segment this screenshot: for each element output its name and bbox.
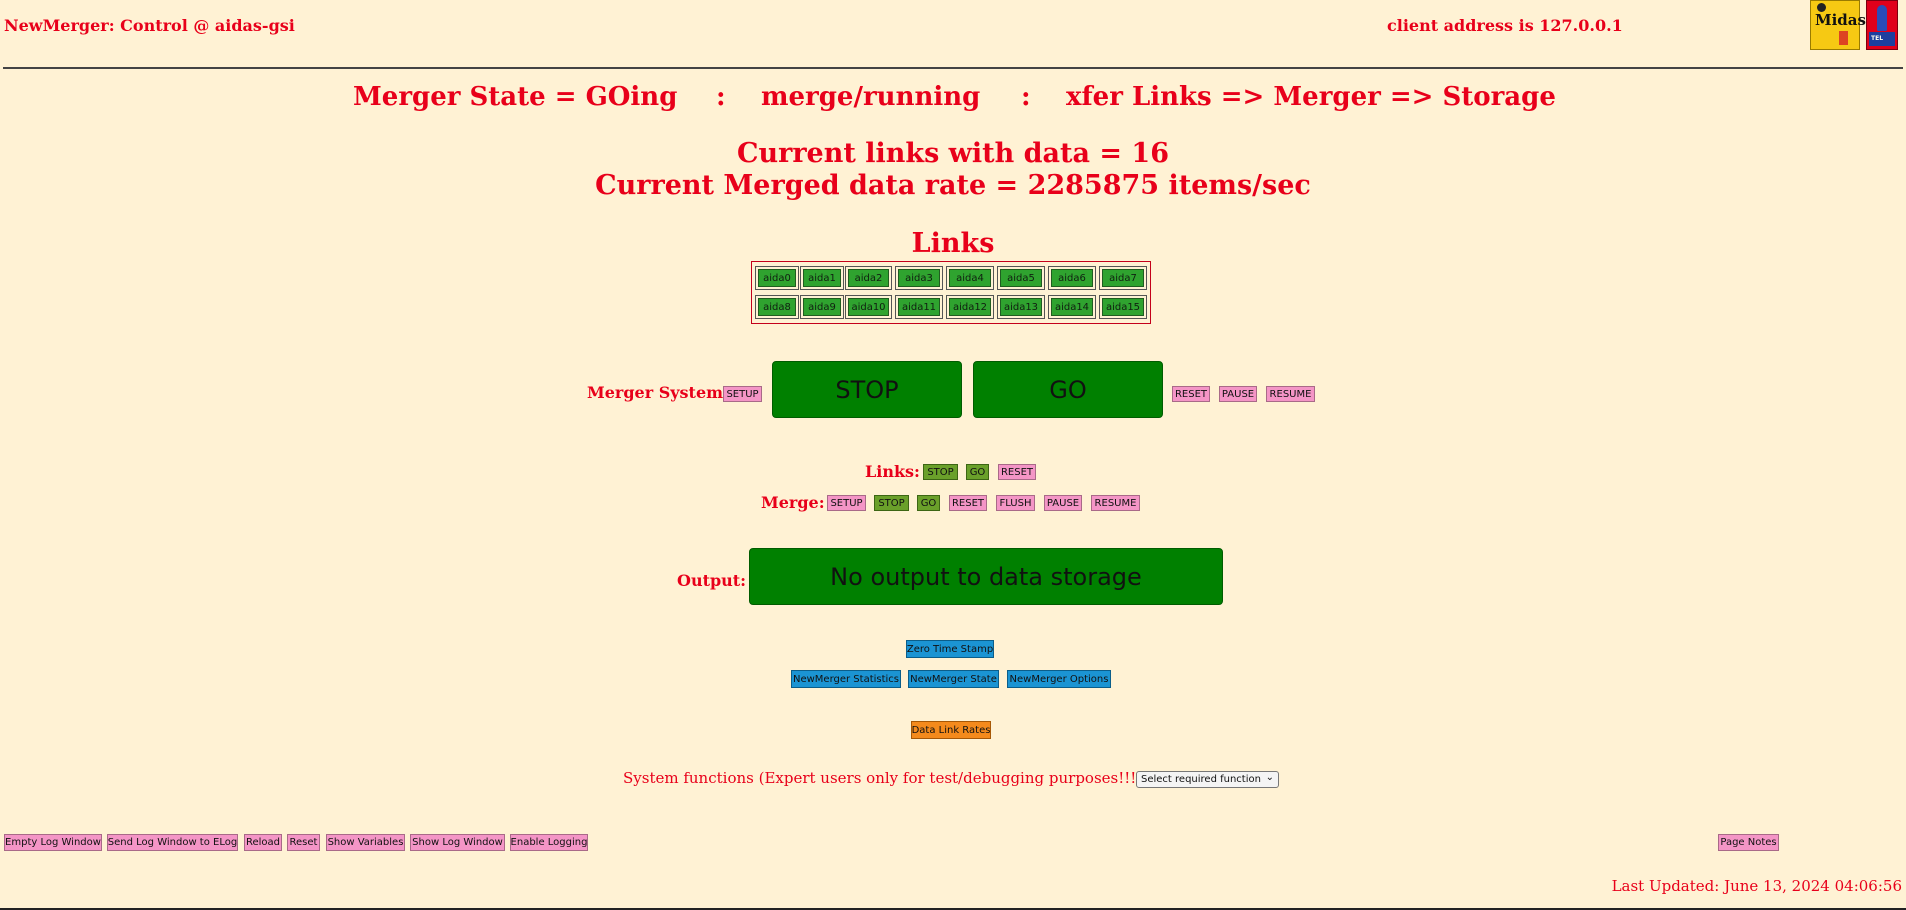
- link-label[interactable]: aida15: [1102, 298, 1144, 316]
- merge-flush-button[interactable]: FLUSH: [996, 495, 1035, 511]
- system-function-select[interactable]: Select required function ⌄: [1136, 771, 1279, 788]
- show-variables-button[interactable]: Show Variables: [326, 834, 405, 851]
- system-function-select-value: Select required function: [1141, 774, 1261, 785]
- link-cell-aida8[interactable]: aida8: [755, 295, 799, 319]
- link-cell-aida5[interactable]: aida5: [997, 266, 1045, 290]
- logo-dot-icon: [1817, 3, 1826, 12]
- tel-bar-icon: [1869, 32, 1895, 46]
- link-label[interactable]: aida0: [758, 269, 796, 287]
- link-cell-aida6[interactable]: aida6: [1048, 266, 1096, 290]
- link-label[interactable]: aida11: [898, 298, 940, 316]
- merged-data-rate: Current Merged data rate = 2285875 items…: [595, 170, 1311, 201]
- reset-button[interactable]: Reset: [287, 834, 320, 851]
- tel-logo-text: TEL: [1871, 35, 1884, 42]
- newmerger-options-button[interactable]: NewMerger Options: [1007, 670, 1111, 688]
- link-cell-aida4[interactable]: aida4: [946, 266, 994, 290]
- merge-controls-label: Merge:: [761, 493, 825, 512]
- links-heading: Links: [911, 228, 995, 259]
- empty-log-window-button[interactable]: Empty Log Window: [4, 834, 102, 851]
- links-controls-label: Links:: [865, 462, 920, 481]
- merge-status: merge/running: [761, 82, 981, 112]
- links-reset-button[interactable]: RESET: [998, 464, 1036, 480]
- link-label[interactable]: aida1: [803, 269, 841, 287]
- midas-logo-text: Midas: [1815, 11, 1866, 29]
- merger-stop-button[interactable]: STOP: [772, 361, 962, 418]
- merger-pause-button[interactable]: PAUSE: [1219, 386, 1257, 402]
- reload-button[interactable]: Reload: [244, 834, 282, 851]
- zero-time-stamp-button[interactable]: Zero Time Stamp: [906, 640, 994, 658]
- link-cell-aida0[interactable]: aida0: [755, 266, 799, 290]
- merge-reset-button[interactable]: RESET: [949, 495, 987, 511]
- link-label[interactable]: aida2: [848, 269, 889, 287]
- last-updated: Last Updated: June 13, 2024 04:06:56: [1611, 877, 1902, 895]
- links-go-button[interactable]: GO: [966, 464, 989, 480]
- merger-state-line: Merger State = GOing : merge/running : x…: [0, 82, 1906, 292]
- state-separator: :: [716, 82, 726, 112]
- page-notes-button[interactable]: Page Notes: [1718, 834, 1779, 851]
- link-cell-aida15[interactable]: aida15: [1099, 295, 1147, 319]
- send-log-to-elog-button[interactable]: Send Log Window to ELog: [107, 834, 238, 851]
- merger-reset-button[interactable]: RESET: [1172, 386, 1210, 402]
- header-divider: [3, 67, 1903, 69]
- link-cell-aida7[interactable]: aida7: [1099, 266, 1147, 290]
- logo-block-icon: [1839, 31, 1848, 45]
- link-label[interactable]: aida4: [949, 269, 991, 287]
- links-stop-button[interactable]: STOP: [923, 464, 958, 480]
- merger-state: Merger State = GOing: [353, 82, 678, 112]
- link-label[interactable]: aida8: [758, 298, 796, 316]
- link-cell-aida2[interactable]: aida2: [845, 266, 892, 290]
- data-link-rates-button[interactable]: Data Link Rates: [911, 721, 991, 739]
- enable-logging-button[interactable]: Enable Logging: [510, 834, 588, 851]
- merger-resume-button[interactable]: RESUME: [1266, 386, 1315, 402]
- newmerger-statistics-button[interactable]: NewMerger Statistics: [791, 670, 901, 688]
- output-status-button[interactable]: No output to data storage: [749, 548, 1223, 605]
- footer-divider: [0, 908, 1906, 910]
- merger-go-button[interactable]: GO: [973, 361, 1163, 418]
- merger-setup-button[interactable]: SETUP: [723, 386, 762, 402]
- page-title: NewMerger: Control @ aidas-gsi: [4, 16, 295, 35]
- state-separator: :: [1021, 82, 1031, 112]
- midas-logo[interactable]: Midas: [1810, 0, 1866, 50]
- link-label[interactable]: aida14: [1051, 298, 1093, 316]
- output-label: Output:: [677, 571, 747, 590]
- newmerger-state-button[interactable]: NewMerger State: [908, 670, 999, 688]
- link-label[interactable]: aida10: [848, 298, 889, 316]
- link-cell-aida1[interactable]: aida1: [800, 266, 844, 290]
- tel-logo[interactable]: TEL: [1866, 0, 1898, 50]
- link-cell-aida3[interactable]: aida3: [895, 266, 943, 290]
- link-label[interactable]: aida3: [898, 269, 940, 287]
- merge-stop-button[interactable]: STOP: [874, 495, 909, 511]
- link-cell-aida11[interactable]: aida11: [895, 295, 943, 319]
- links-grid: aida0 aida1 aida2 aida3 aida4 aida5 aida…: [751, 261, 1151, 324]
- link-label[interactable]: aida5: [1000, 269, 1042, 287]
- link-cell-aida13[interactable]: aida13: [997, 295, 1045, 319]
- link-label[interactable]: aida9: [803, 298, 841, 316]
- link-label[interactable]: aida13: [1000, 298, 1042, 316]
- merge-setup-button[interactable]: SETUP: [827, 495, 866, 511]
- link-cell-aida12[interactable]: aida12: [946, 295, 994, 319]
- merger-system-label: Merger System:: [587, 383, 729, 402]
- transfer-path: xfer Links => Merger => Storage: [1066, 82, 1556, 112]
- link-label[interactable]: aida6: [1051, 269, 1093, 287]
- system-functions-label: System functions (Expert users only for …: [623, 769, 1143, 787]
- link-label[interactable]: aida12: [949, 298, 991, 316]
- client-address: client address is 127.0.0.1: [1387, 16, 1623, 35]
- link-cell-aida10[interactable]: aida10: [845, 295, 892, 319]
- show-log-window-button[interactable]: Show Log Window: [410, 834, 505, 851]
- chevron-down-icon: ⌄: [1265, 772, 1274, 783]
- merge-resume-button[interactable]: RESUME: [1091, 495, 1140, 511]
- tel-figure-icon: [1877, 5, 1887, 31]
- merge-go-button[interactable]: GO: [917, 495, 940, 511]
- links-with-data: Current links with data = 16: [736, 138, 1170, 169]
- link-label[interactable]: aida7: [1102, 269, 1144, 287]
- link-cell-aida14[interactable]: aida14: [1048, 295, 1096, 319]
- link-cell-aida9[interactable]: aida9: [800, 295, 844, 319]
- merge-pause-button[interactable]: PAUSE: [1044, 495, 1082, 511]
